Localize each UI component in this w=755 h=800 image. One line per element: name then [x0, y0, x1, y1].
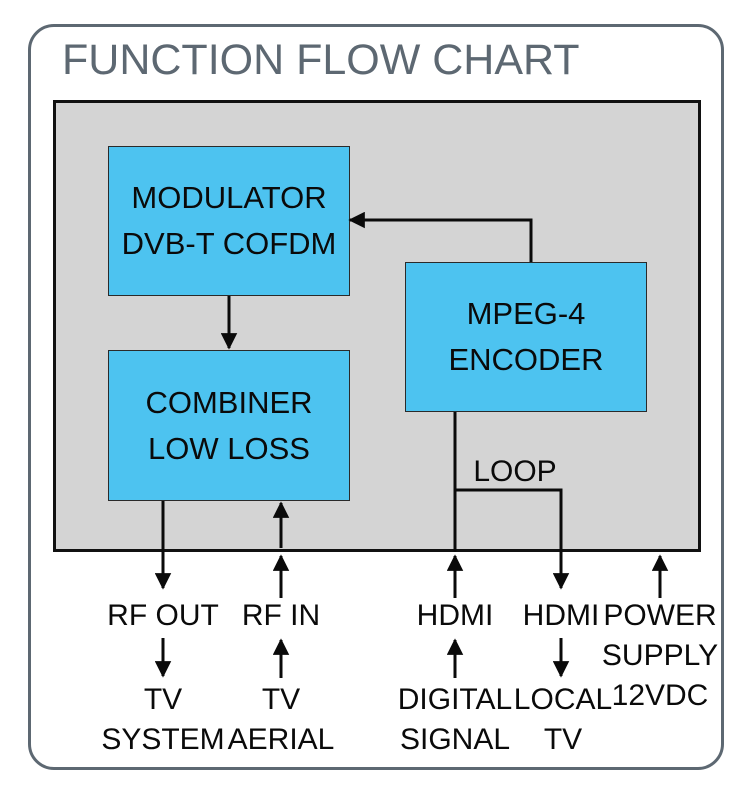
combiner-line-1: COMBINER: [145, 384, 313, 420]
target-digital-signal-line-1: DIGITAL: [397, 683, 513, 716]
target-tv-aerial-line-1: TV: [261, 683, 301, 716]
loop-label: LOOP: [473, 455, 557, 488]
modulator-line-1: MODULATOR: [131, 180, 327, 215]
chart-title: FUNCTION FLOW CHART: [62, 36, 580, 84]
combiner-line-2: LOW LOSS: [148, 430, 310, 466]
port-hdmi-in: HDMI: [416, 599, 494, 632]
port-rf-out: RF OUT: [107, 599, 219, 632]
modulator-line-2: DVB-T COFDM: [121, 226, 337, 261]
modulator-block: MODULATOR DVB-T COFDM: [108, 146, 350, 296]
target-tv-system-line-1: TV: [143, 683, 183, 716]
target-tv-system-line-2: SYSTEM: [101, 723, 225, 756]
target-local-tv-line-2: TV: [543, 723, 583, 756]
target-digital-signal-line-2: SIGNAL: [399, 723, 511, 756]
target-power-line-1: SUPPLY: [601, 639, 719, 672]
encoder-block: MPEG-4 ENCODER: [405, 262, 647, 412]
encoder-line-1: MPEG-4: [466, 296, 586, 331]
target-power-line-2: 12VDC: [611, 679, 709, 712]
port-power: POWER: [603, 599, 717, 632]
target-local-tv-line-1: LOCAL: [513, 683, 613, 716]
combiner-block: COMBINER LOW LOSS: [108, 350, 350, 501]
port-hdmi-out: HDMI: [522, 599, 600, 632]
target-tv-aerial-line-2: AERIAL: [227, 723, 335, 756]
port-rf-in: RF IN: [241, 599, 321, 632]
encoder-line-2: ENCODER: [448, 342, 604, 377]
